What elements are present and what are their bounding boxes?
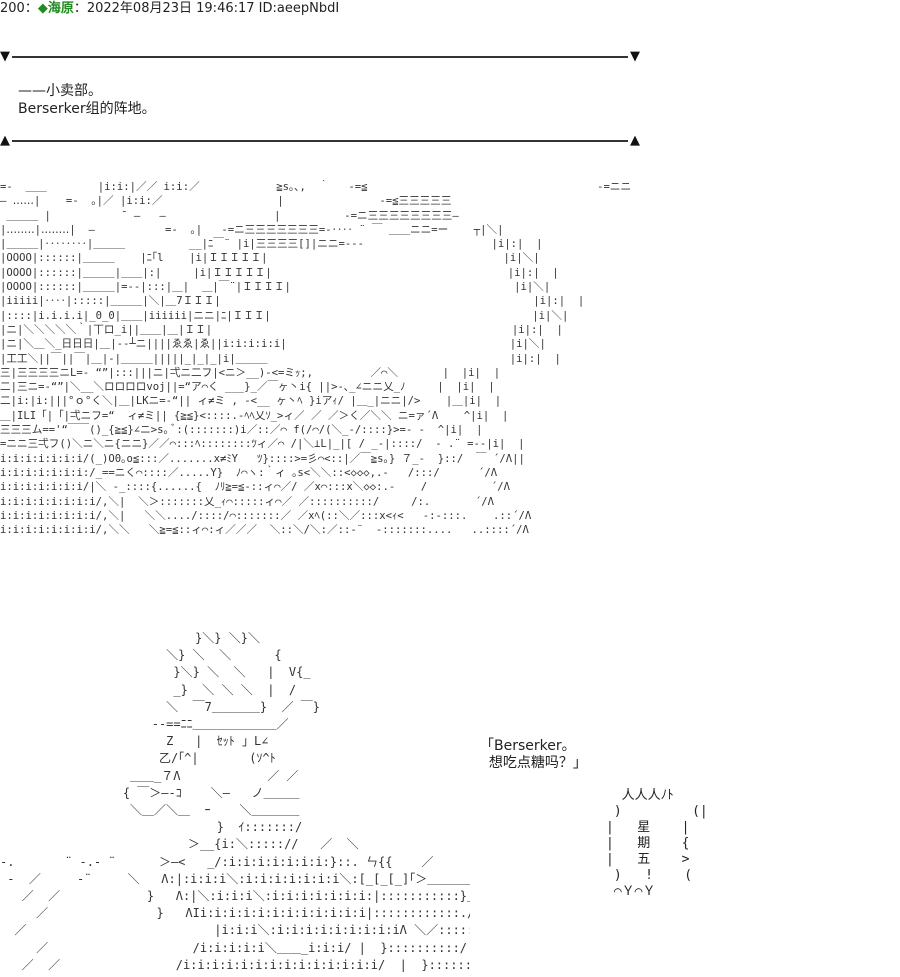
post-separator: ：: [24, 1, 38, 16]
speech-text: 「Berserker。 想吃点糖吗？」: [480, 738, 587, 772]
rule-line: [12, 140, 628, 142]
speech-line-1: 「Berserker。: [480, 738, 576, 754]
section-rule-bottom: ▲ ▲: [0, 133, 640, 149]
caption-line-1: ——小卖部。: [18, 83, 102, 99]
down-triangle-icon: ▼: [630, 49, 640, 64]
caption-line-2: Berserker组的阵地。: [18, 101, 156, 117]
shout-bubble: 人人人ﾉﾄ ) (| | 星 | | 期 { | 五 > ) ! ( ⌒Ｙ⌒Ｙ: [606, 788, 708, 899]
post-number[interactable]: 200: [0, 1, 25, 16]
up-triangle-icon: ▲: [0, 133, 10, 148]
post-header: 200：◆海原：2022年08月23日 19:46:17 ID:aeepNbdI: [0, 0, 339, 18]
speech-line-2: 想吃点糖吗？」: [480, 755, 587, 771]
ascii-art-character: }＼} ＼}＼ ＼} ＼ ＼ { }＼} ＼ ＼ | V{_ _} ＼ ＼ ＼ …: [0, 631, 470, 972]
up-triangle-icon: ▲: [630, 133, 640, 148]
post-datetime-id: ：2022年08月23日 19:46:17 ID:aeepNbdI: [73, 1, 340, 16]
rule-line: [12, 56, 628, 58]
section-rule-top: ▼ ▼: [0, 49, 640, 65]
ascii-art-shop-scene: =- ＿＿ |i:i:|／／ i:i:／ ≧s｡､, ｀ -=≦ -=ニニ ― …: [0, 181, 632, 537]
down-triangle-icon: ▼: [0, 49, 10, 64]
poster-name: ◆海原: [37, 1, 74, 16]
